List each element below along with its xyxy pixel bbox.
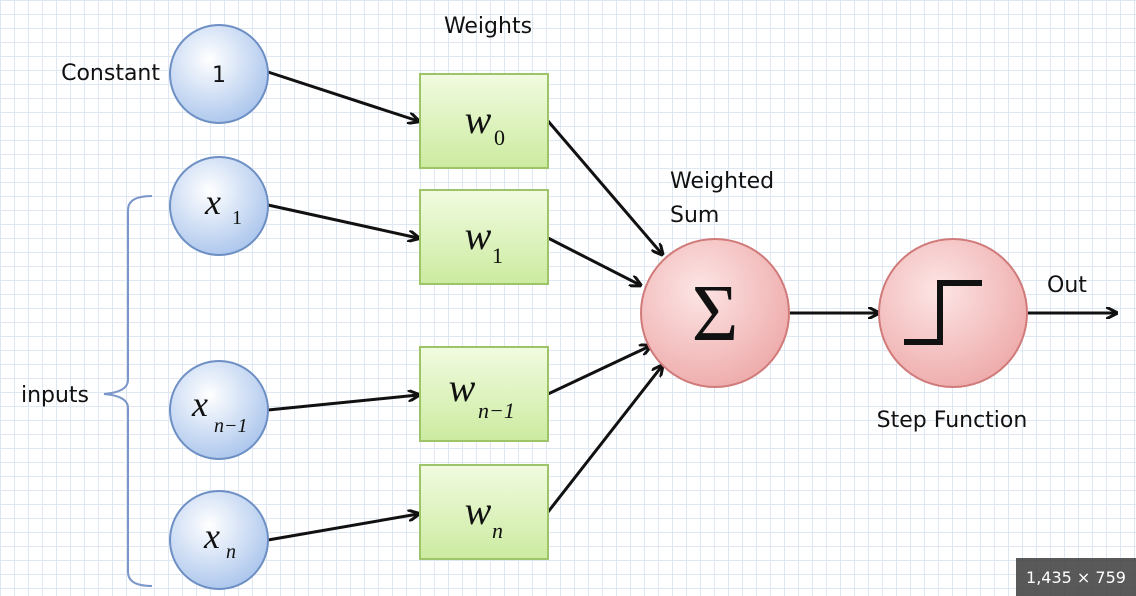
input-node-xn-base: x	[203, 516, 220, 556]
weight-node-wn1-sub: n−1	[478, 398, 515, 423]
input-node-x1: x 1	[169, 156, 269, 256]
input-node-x1-sub: 1	[232, 207, 242, 229]
constant-label: Constant	[61, 61, 160, 86]
inputs-label: inputs	[21, 383, 89, 408]
arrow-input-n	[267, 514, 418, 542]
weight-node-wn1-base: w	[449, 365, 476, 410]
arrow-weight-0	[546, 120, 662, 254]
weight-node-w1-sub: 1	[492, 243, 503, 268]
input-node-x1-base: x	[204, 182, 221, 222]
arrow-input-1	[267, 203, 418, 238]
weight-node-wn-base: w	[465, 488, 492, 533]
weight-node-wn-sub: n	[492, 518, 503, 543]
weights-title: Weights	[444, 14, 532, 39]
step-function-node	[878, 238, 1028, 388]
weight-node-wn: w n	[419, 464, 549, 560]
arrow-weight-n	[546, 366, 662, 513]
image-size-badge: 1,435 × 759	[1016, 558, 1136, 596]
step-function-icon	[904, 280, 982, 345]
input-node-xn1-base: x	[191, 384, 208, 424]
input-node-constant: 1	[169, 24, 269, 124]
weight-node-w0-sub: 0	[494, 125, 505, 150]
input-node-xn1-sub: n−1	[214, 415, 248, 437]
input-node-xn-sub: n	[226, 541, 236, 563]
arrow-input-n1	[267, 395, 418, 412]
input-node-constant-label: 1	[212, 63, 226, 88]
inputs-bracket	[103, 195, 153, 587]
arrow-weight-n1	[547, 346, 650, 396]
arrow-input-0	[267, 70, 418, 121]
input-node-xn1: x n−1	[169, 360, 269, 460]
weighted-sum-label-line1: Weighted	[670, 169, 774, 194]
input-node-xn: x n	[169, 490, 269, 590]
weighted-sum-label-line2: Sum	[670, 203, 719, 228]
weight-node-wn1: w n−1	[419, 346, 549, 442]
step-function-label: Step Function	[877, 408, 1028, 433]
weight-node-w1: w 1	[419, 189, 549, 285]
weight-node-w0-base: w	[465, 97, 492, 142]
sum-node: Σ	[640, 238, 790, 388]
sigma-icon: Σ	[692, 270, 739, 358]
out-label: Out	[1047, 273, 1087, 298]
arrow-weight-1	[547, 236, 640, 285]
weight-node-w1-base: w	[465, 213, 492, 258]
weight-node-w0: w 0	[419, 73, 549, 169]
